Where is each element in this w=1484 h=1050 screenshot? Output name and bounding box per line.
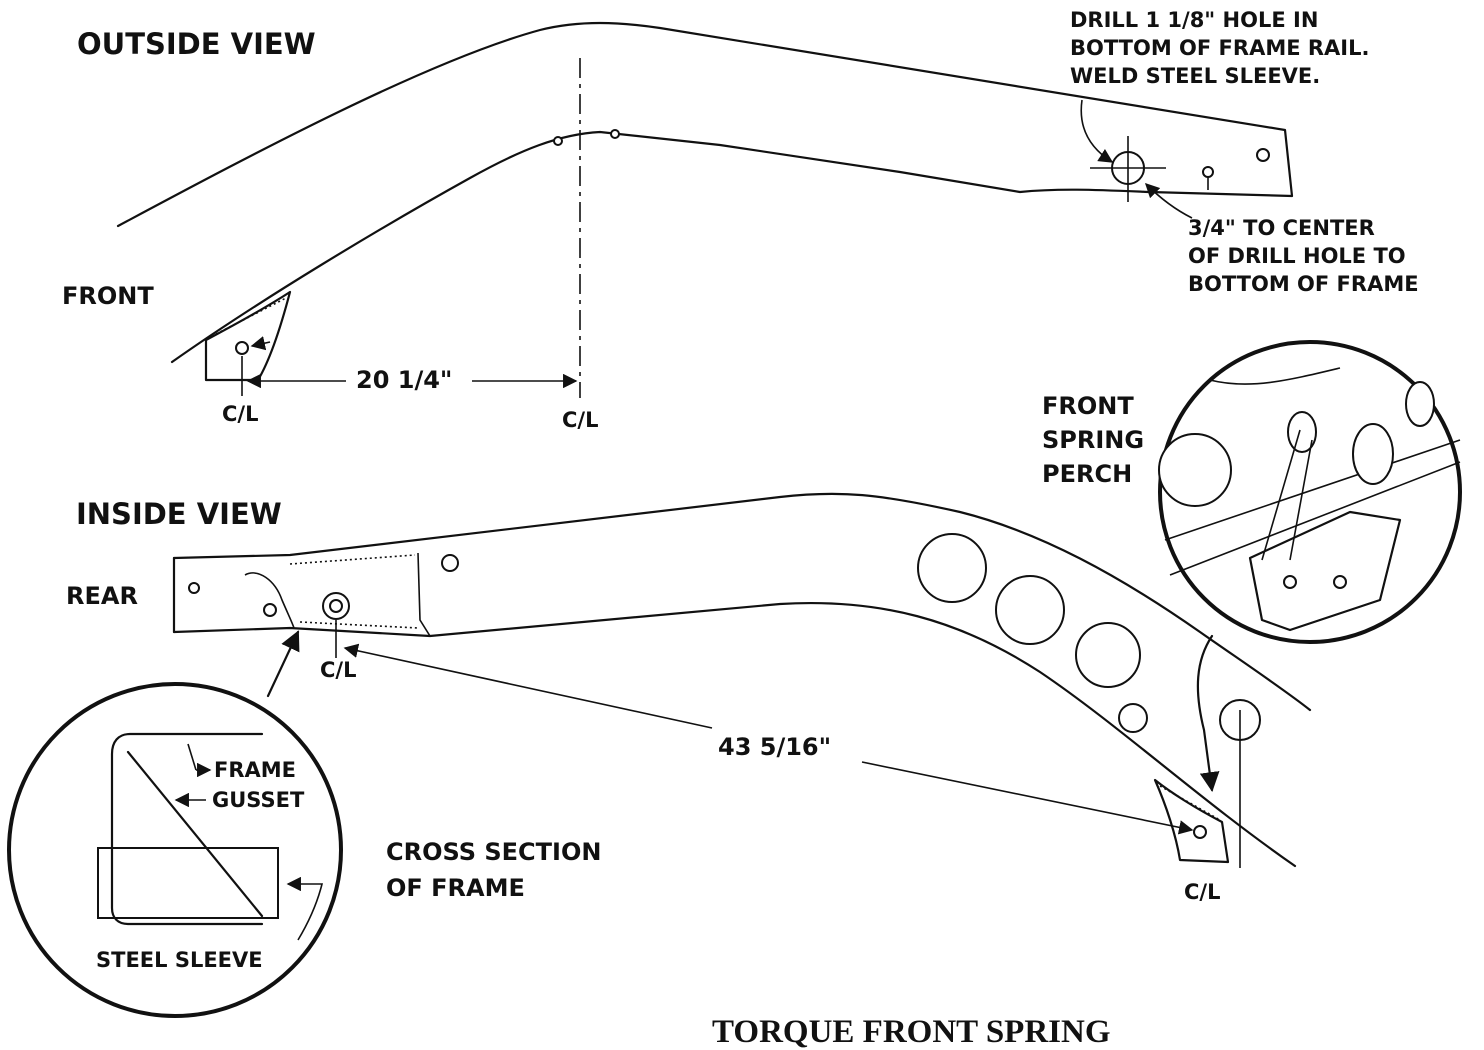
cl-center-label: C/L xyxy=(562,408,599,432)
gusset-label: GUSSET xyxy=(212,788,305,812)
spring-perch-inset xyxy=(1158,340,1462,644)
inside-view-title: INSIDE VIEW xyxy=(76,497,282,531)
steel-sleeve-label: STEEL SLEEVE xyxy=(96,948,263,972)
dimension-43-5-16: 43 5/16" xyxy=(718,733,832,761)
center-note-line-1: 3/4" TO CENTER xyxy=(1188,216,1375,240)
rear-label: REAR xyxy=(66,582,138,610)
cross-section-title-line-1: CROSS SECTION xyxy=(386,838,602,866)
center-note-line-2: OF DRILL HOLE TO xyxy=(1188,244,1406,268)
perch-label-line-2: SPRING xyxy=(1042,426,1145,454)
drill-note-line-3: WELD STEEL SLEEVE. xyxy=(1070,64,1321,88)
outside-view-title: OUTSIDE VIEW xyxy=(77,27,316,61)
outside-view-frame-rail xyxy=(116,21,1294,398)
footer-title: TORQUE FRONT SPRING xyxy=(712,1014,1111,1050)
perch-label-line-1: FRONT xyxy=(1042,392,1134,420)
cl-front-label: C/L xyxy=(222,402,259,426)
drill-note-line-2: BOTTOM OF FRAME RAIL. xyxy=(1070,36,1370,60)
perch-label-line-3: PERCH xyxy=(1042,460,1133,488)
cross-section-inset xyxy=(7,682,343,1018)
drill-note-line-1: DRILL 1 1/8" HOLE IN xyxy=(1070,8,1319,32)
front-label: FRONT xyxy=(62,282,154,310)
inside-view-frame-rail xyxy=(172,492,1312,868)
cross-section-title-line-2: OF FRAME xyxy=(386,874,525,902)
cl-spring-label: C/L xyxy=(1184,880,1221,904)
dimension-20-quarter: 20 1/4" xyxy=(356,366,453,394)
center-note-line-3: BOTTOM OF FRAME xyxy=(1188,272,1419,296)
frame-label: FRAME xyxy=(214,758,297,782)
cl-rear-label: C/L xyxy=(320,658,357,682)
